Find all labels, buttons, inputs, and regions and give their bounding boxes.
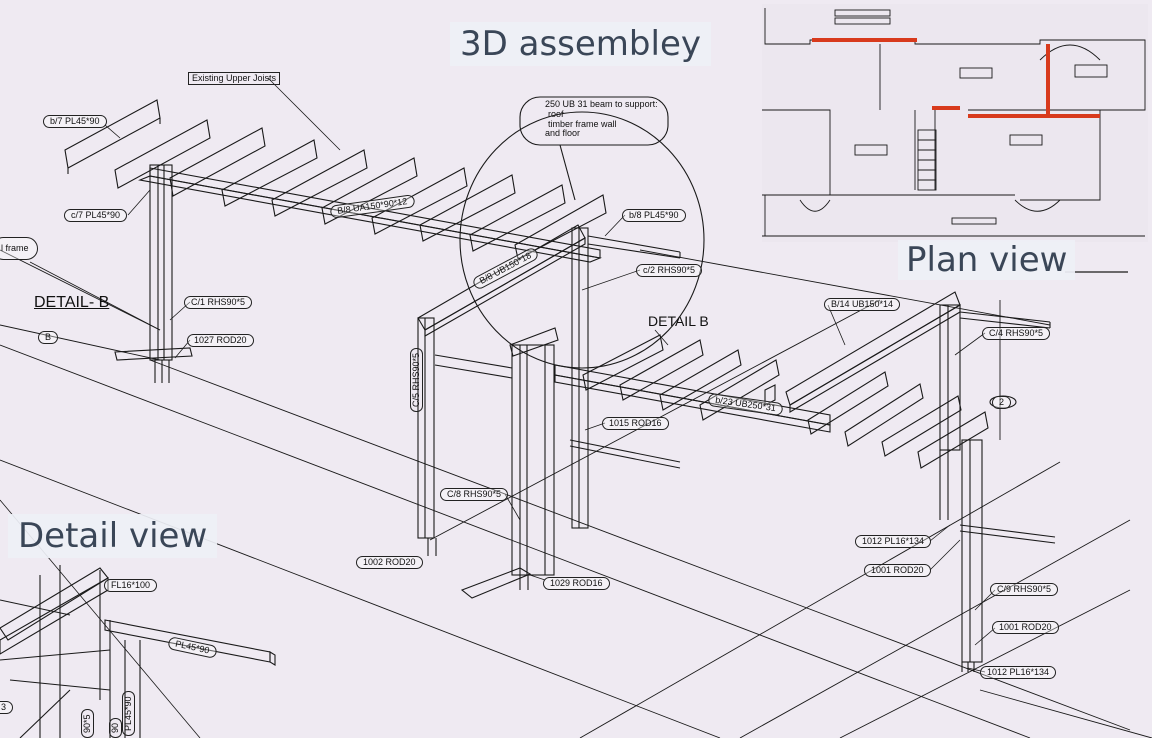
beam-note-line-2: roof	[548, 109, 564, 119]
tag-b14: B/14 UB150*14	[824, 298, 901, 311]
assembly-heading: 3D assembley	[450, 22, 711, 66]
tag-detail-left: 3	[0, 701, 14, 714]
plan-view-heading: Plan view	[898, 240, 1076, 280]
beam-note-line-1: 250 UB 31 beam to support:	[545, 99, 658, 109]
upper-joists	[64, 99, 607, 263]
grid-marker-b: B	[38, 331, 59, 344]
tag-detail-v2: 90	[109, 717, 122, 738]
detail-view-drawing	[0, 499, 276, 738]
tag-rod1002: 1002 ROD20	[356, 556, 423, 569]
tag-detail-v1: 90*5	[81, 709, 94, 738]
detail-b-marker-center: DETAIL B	[648, 313, 709, 329]
ground-grid-lines	[0, 249, 1152, 738]
tag-rod1001-upper: 1001 ROD20	[864, 564, 931, 577]
tag-c9: C/9 RHS90*5	[990, 583, 1059, 596]
existing-joists-callout: Existing Upper Joists	[188, 72, 281, 85]
tag-rod1001-lower: 1001 ROD20	[992, 621, 1059, 634]
tag-c7: c/7 PL45*90	[64, 209, 128, 222]
central-portal-frame	[417, 96, 705, 599]
tag-c8: C/8 RHS90*5	[440, 488, 509, 501]
tag-rod1027: 1027 ROD20	[187, 334, 254, 347]
tag-fl16: FL16*100	[104, 579, 158, 592]
tag-pl1012-upper: 1012 PL16*134	[855, 535, 932, 548]
floor-beams	[554, 334, 831, 433]
tag-b8-pl: b/8 PL45*90	[622, 209, 686, 222]
detail-b-marker-left: DETAIL- B	[34, 294, 110, 311]
detail-view-heading: Detail view	[8, 514, 218, 558]
tag-c4: C/4 RHS90*5	[982, 327, 1051, 340]
left-column	[114, 164, 193, 383]
beam-note-line-3: timber frame wall	[548, 119, 617, 129]
plan-view-drawing	[762, 4, 1148, 273]
tag-detail-v3: PL45*90	[122, 691, 135, 736]
right-frame	[785, 291, 1056, 672]
tag-pl1012-lower: 1012 PL16*134	[980, 666, 1057, 679]
tag-c1: C/1 RHS90*5	[184, 296, 253, 309]
tag-rod1015: 1015 ROD16	[602, 417, 669, 430]
frame-note-callout: l frame	[0, 237, 38, 260]
tag-c5: C/5 RHS90*5	[410, 347, 423, 412]
tag-c2: c/2 RHS90*5	[636, 264, 703, 277]
grid-marker-2: 2	[992, 396, 1012, 409]
beam-note-line-4: and floor	[545, 128, 581, 138]
leader-lines	[29, 77, 996, 673]
tag-b7: b/7 PL45*90	[43, 115, 107, 128]
tag-rod1029: 1029 ROD16	[543, 577, 610, 590]
